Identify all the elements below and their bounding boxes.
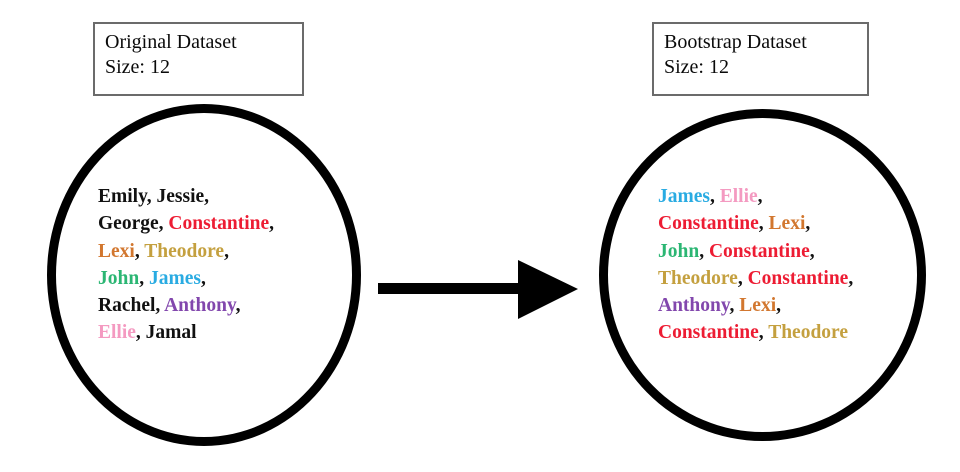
name-separator: ,: [805, 213, 811, 235]
name-separator: ,: [155, 295, 165, 317]
bootstrap-dataset-title: Bootstrap Dataset: [664, 31, 807, 53]
name-row: John, Constantine,: [658, 238, 853, 265]
bootstrap-dataset-size: Size: 12: [664, 56, 729, 78]
name-separator: ,: [146, 186, 157, 207]
name-token: Lexi: [98, 240, 135, 262]
name-separator: ,: [758, 213, 769, 235]
name-separator: ,: [204, 186, 210, 207]
name-token: Theodore: [658, 267, 738, 289]
name-row: Anthony, Lexi,: [658, 292, 853, 319]
name-separator: ,: [776, 295, 782, 317]
name-token: Lexi: [768, 213, 806, 235]
name-row: James, Ellie,: [658, 183, 853, 210]
name-row: Constantine, Lexi,: [658, 210, 853, 237]
name-separator: ,: [757, 186, 763, 207]
name-token: Lexi: [739, 295, 777, 317]
name-separator: ,: [135, 322, 146, 344]
name-token: Constantine: [658, 213, 759, 235]
bootstrap-dataset-label-box: Bootstrap Dataset Size: 12: [652, 22, 869, 96]
name-token: George: [98, 213, 159, 235]
name-separator: ,: [809, 240, 815, 262]
name-separator: ,: [758, 322, 769, 344]
name-separator: ,: [729, 295, 740, 317]
name-token: Theodore: [768, 322, 848, 344]
name-token: Constantine: [168, 213, 270, 235]
name-separator: ,: [269, 213, 275, 235]
original-dataset-title: Original Dataset: [105, 31, 237, 53]
name-row: Theodore, Constantine,: [658, 265, 853, 292]
name-token: Constantine: [658, 322, 759, 344]
name-separator: ,: [710, 186, 720, 207]
name-row: George, Constantine,: [98, 210, 274, 237]
name-separator: ,: [848, 267, 854, 289]
name-token: Ellie: [98, 322, 136, 344]
name-token: Rachel: [98, 295, 156, 317]
name-token: James: [658, 186, 710, 207]
name-row: Ellie, Jamal: [98, 319, 274, 346]
name-row: Lexi, Theodore,: [98, 238, 274, 265]
name-separator: ,: [737, 267, 748, 289]
name-token: John: [98, 267, 140, 289]
name-separator: ,: [224, 240, 229, 262]
name-row: Rachel, Anthony,: [98, 292, 274, 319]
name-token: Jamal: [145, 322, 197, 344]
name-token: Jessie: [156, 186, 205, 207]
name-token: Constantine: [708, 240, 810, 262]
name-separator: ,: [139, 267, 149, 289]
name-token: Ellie: [719, 186, 758, 207]
name-separator: ,: [235, 295, 241, 317]
name-token: Anthony: [658, 295, 730, 317]
name-separator: ,: [200, 267, 206, 289]
name-separator: ,: [158, 213, 169, 235]
name-token: James: [148, 267, 201, 289]
name-token: Theodore: [144, 240, 225, 262]
original-dataset-circle: [47, 104, 361, 446]
name-separator: ,: [699, 240, 709, 262]
name-row: John, James,: [98, 265, 274, 292]
original-dataset-name-list: Emily, Jessie,George, Constantine,Lexi, …: [98, 183, 274, 347]
bootstrap-dataset-name-list: James, Ellie,Constantine, Lexi,John, Con…: [658, 183, 853, 347]
name-token: John: [658, 240, 700, 262]
original-dataset-label-box: Original Dataset Size: 12: [93, 22, 304, 96]
name-token: Constantine: [747, 267, 849, 289]
name-token: Emily: [98, 186, 147, 207]
name-separator: ,: [134, 240, 145, 262]
bootstrap-dataset-circle: [599, 109, 926, 441]
name-row: Constantine, Theodore: [658, 319, 853, 346]
name-token: Anthony: [164, 295, 236, 317]
name-row: Emily, Jessie,: [98, 183, 274, 210]
original-dataset-size: Size: 12: [105, 56, 170, 78]
resampling-arrow-icon: [378, 260, 578, 319]
